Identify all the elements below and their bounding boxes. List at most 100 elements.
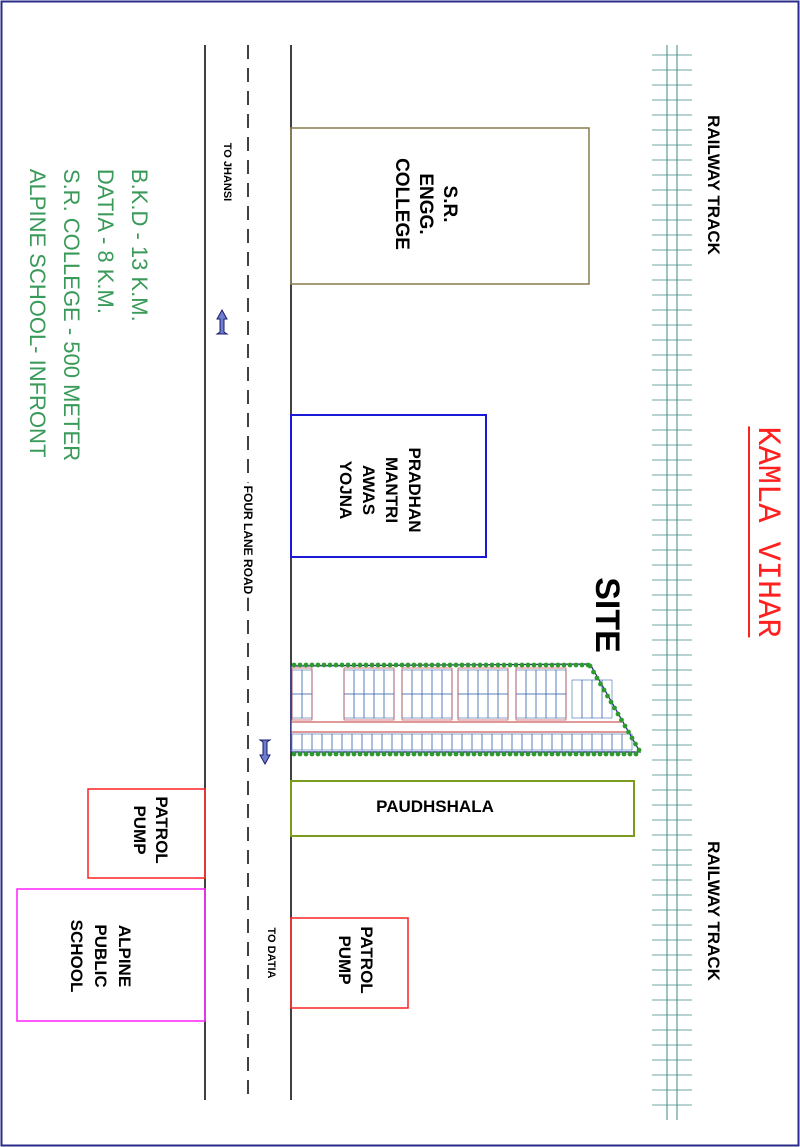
tree-icon	[519, 751, 525, 757]
site-plot	[601, 679, 613, 719]
tree-icon	[471, 662, 477, 668]
tree-icon	[579, 662, 585, 668]
paudhshala-box	[290, 780, 635, 837]
tree-icon	[633, 741, 638, 747]
tree-icon	[435, 662, 441, 668]
tree-icon	[363, 751, 369, 757]
tree-icon	[567, 662, 573, 668]
tree-icon	[483, 751, 489, 757]
tree-icon	[525, 751, 531, 757]
tree-icon	[387, 662, 393, 668]
tree-icon	[333, 662, 339, 668]
site-boundary	[290, 663, 642, 753]
railway-track	[652, 45, 692, 1120]
tree-icon	[507, 662, 513, 668]
tree-icon	[447, 662, 453, 668]
site-trees	[291, 662, 642, 757]
tree-icon	[429, 751, 435, 757]
tree-icon	[459, 662, 465, 668]
tree-icon	[483, 662, 489, 668]
tree-icon	[608, 699, 614, 705]
tree-icon	[507, 751, 513, 757]
tree-icon	[309, 751, 315, 757]
tree-icon	[633, 751, 639, 757]
tree-icon	[375, 662, 381, 668]
tree-icon	[399, 751, 405, 757]
tree-icon	[351, 662, 357, 668]
tree-icon	[549, 751, 555, 757]
tree-icon	[411, 662, 417, 668]
tree-icon	[603, 751, 609, 757]
tree-icon	[345, 751, 351, 757]
tree-icon	[549, 662, 555, 668]
awas-box	[290, 414, 487, 558]
pump-left-box	[87, 788, 206, 879]
tree-icon	[626, 729, 631, 735]
tree-icon	[441, 662, 447, 668]
tree-icon	[465, 751, 471, 757]
tree-icon	[393, 662, 399, 668]
tree-icon	[327, 751, 333, 757]
site-plot	[401, 667, 453, 721]
tree-icon	[587, 663, 593, 669]
tree-icon	[309, 662, 315, 668]
tree-icon	[327, 662, 333, 668]
tree-icon	[315, 662, 321, 668]
tree-icon	[435, 751, 441, 757]
tree-icon	[477, 751, 483, 757]
tree-icon	[453, 751, 459, 757]
tree-icon	[501, 662, 507, 668]
tree-icon	[441, 751, 447, 757]
site-label: SITE	[588, 577, 626, 653]
tree-icon	[579, 751, 585, 757]
tree-icon	[315, 751, 321, 757]
tree-icon	[321, 751, 327, 757]
arrow-south-icon	[258, 739, 272, 766]
tree-icon	[605, 693, 610, 699]
tree-icon	[459, 751, 465, 757]
tree-icon	[453, 662, 459, 668]
tree-icon	[598, 681, 603, 687]
tree-icon	[357, 662, 363, 668]
site-plot	[291, 667, 313, 721]
tree-icon	[369, 751, 375, 757]
tree-icon	[537, 662, 543, 668]
tree-icon	[609, 751, 615, 757]
pump-right-box	[290, 917, 409, 1009]
tree-icon	[405, 751, 411, 757]
site-plan	[290, 662, 642, 757]
tree-icon	[333, 751, 339, 757]
tree-icon	[339, 751, 345, 757]
tree-icon	[567, 751, 573, 757]
tree-icon	[417, 751, 423, 757]
tree-icon	[423, 662, 429, 668]
tree-icon	[531, 662, 537, 668]
tree-icon	[621, 751, 627, 757]
site-plot	[515, 667, 567, 721]
tree-icon	[381, 751, 387, 757]
tree-icon	[489, 662, 495, 668]
tree-icon	[345, 662, 351, 668]
tree-icon	[537, 751, 543, 757]
tree-icon	[465, 662, 471, 668]
tree-icon	[339, 662, 345, 668]
tree-icon	[477, 662, 483, 668]
tree-icon	[393, 751, 399, 757]
tree-icon	[561, 751, 567, 757]
tree-icon	[555, 751, 561, 757]
tree-icon	[291, 751, 297, 757]
tree-icon	[629, 735, 635, 741]
tree-icon	[601, 687, 607, 693]
tree-icon	[399, 662, 405, 668]
four-lane-road	[204, 45, 292, 1100]
tree-icon	[573, 751, 579, 757]
tree-icon	[561, 662, 567, 668]
tree-icon	[321, 662, 327, 668]
tree-icon	[363, 662, 369, 668]
tree-icon	[429, 662, 435, 668]
tree-icon	[297, 751, 303, 757]
tree-icon	[369, 662, 375, 668]
site-plot	[621, 733, 633, 751]
tree-icon	[357, 751, 363, 757]
